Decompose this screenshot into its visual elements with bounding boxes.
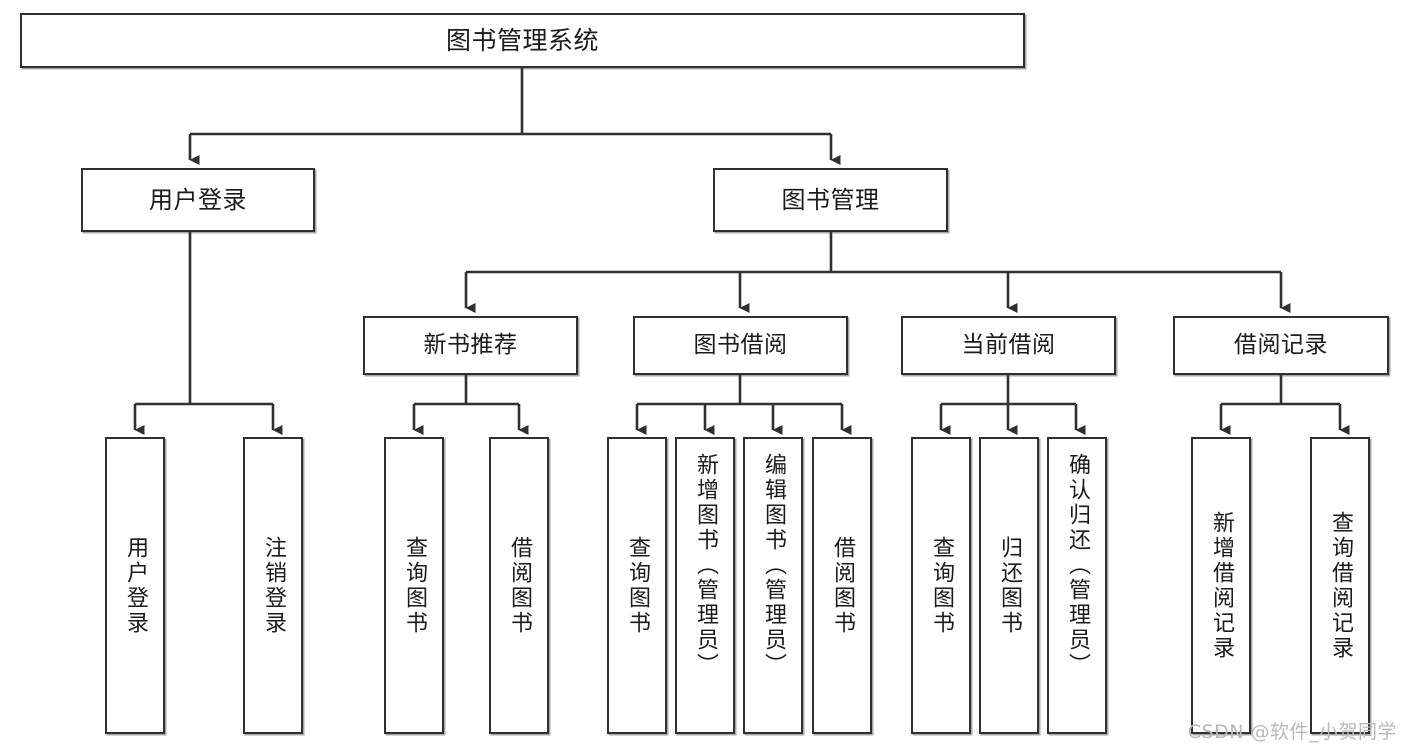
- node-label: 查询借阅记录: [1328, 510, 1353, 661]
- leaf-query-borrow-record[interactable]: 查询借阅记录: [1310, 437, 1370, 734]
- edge-user-login-to-leaves: [133, 232, 283, 435]
- node-label: 查询图书: [402, 535, 427, 636]
- node-label: 新增图书（管理员）: [693, 453, 718, 678]
- leaf-return-book[interactable]: 归还图书: [979, 437, 1039, 734]
- leaf-borrow-book[interactable]: 借阅图书: [812, 437, 872, 734]
- edge-book-borrow-to-leaves: [635, 375, 852, 435]
- node-label: 借阅记录: [1234, 331, 1328, 358]
- leaf-add-book-admin[interactable]: 新增图书（管理员）: [675, 437, 735, 734]
- node-current-borrow[interactable]: 当前借阅: [901, 316, 1116, 375]
- node-label: 图书借阅: [693, 331, 788, 358]
- node-label: 图书管理: [781, 185, 880, 214]
- node-label: 查询图书: [625, 535, 650, 636]
- leaf-add-borrow-record[interactable]: 新增借阅记录: [1191, 437, 1251, 734]
- node-borrow-record[interactable]: 借阅记录: [1173, 316, 1389, 375]
- node-label: 新书推荐: [423, 331, 518, 358]
- edge-current-borrow-to-leaves: [939, 375, 1086, 435]
- edge-root-to-level2: [188, 68, 841, 165]
- node-label: 用户登录: [149, 185, 247, 214]
- edge-new-book-to-leaves: [412, 375, 529, 435]
- edge-book-mgmt-to-level3: [464, 232, 1291, 313]
- node-label: 图书管理系统: [445, 25, 599, 55]
- leaf-query-book-current[interactable]: 查询图书: [911, 437, 971, 734]
- leaf-edit-book-admin[interactable]: 编辑图书（管理员）: [743, 437, 803, 734]
- node-user-login[interactable]: 用户登录: [81, 168, 315, 232]
- node-label: 查询图书: [929, 535, 954, 636]
- leaf-logout[interactable]: 注销登录: [243, 437, 303, 734]
- csdn-watermark: CSDN @软件_小贺同学: [1187, 721, 1397, 743]
- node-label: 归还图书: [997, 535, 1022, 636]
- node-book-borrow[interactable]: 图书借阅: [633, 316, 848, 375]
- node-new-book-recommend[interactable]: 新书推荐: [363, 316, 578, 375]
- leaf-query-book-borrow[interactable]: 查询图书: [607, 437, 667, 734]
- node-label: 确认归还（管理员）: [1065, 453, 1090, 678]
- node-label: 注销登录: [261, 535, 286, 636]
- leaf-user-login[interactable]: 用户登录: [105, 437, 165, 734]
- node-label: 借阅图书: [830, 535, 855, 636]
- node-label: 借阅图书: [507, 535, 532, 636]
- node-book-management[interactable]: 图书管理: [713, 168, 948, 232]
- node-label: 当前借阅: [961, 331, 1056, 358]
- node-label: 编辑图书（管理员）: [761, 453, 786, 678]
- leaf-query-book-recommend[interactable]: 查询图书: [384, 437, 444, 734]
- leaf-confirm-return-admin[interactable]: 确认归还（管理员）: [1047, 437, 1107, 734]
- node-label: 用户登录: [123, 535, 148, 636]
- leaf-borrow-book-recommend[interactable]: 借阅图书: [489, 437, 549, 734]
- node-label: 新增借阅记录: [1209, 510, 1234, 661]
- edge-borrow-record-to-leaves: [1219, 375, 1350, 435]
- node-book-management-system[interactable]: 图书管理系统: [20, 13, 1025, 68]
